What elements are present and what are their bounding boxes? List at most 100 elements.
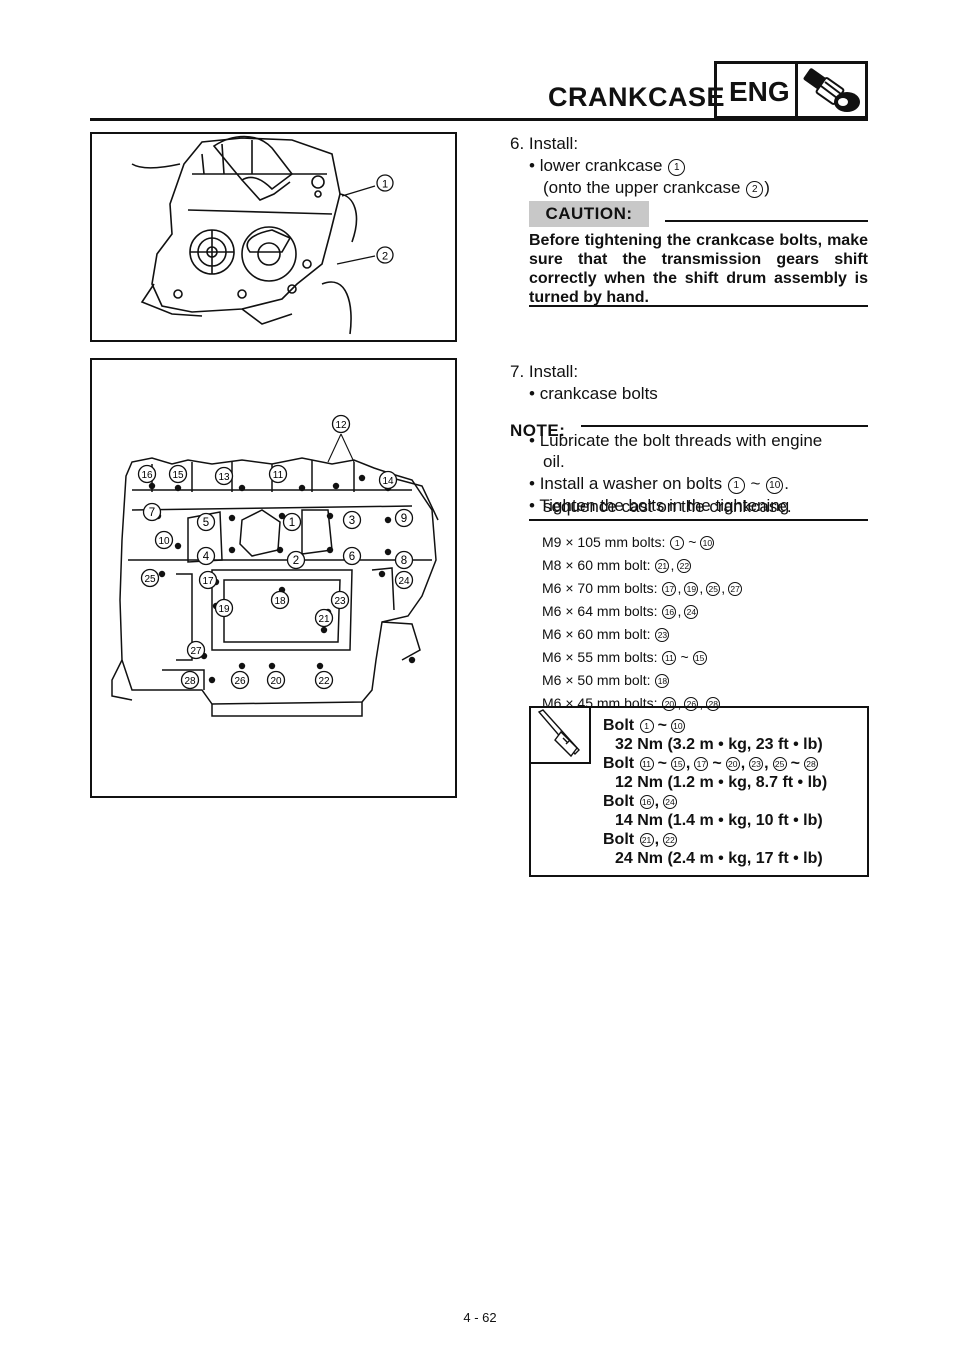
ref-callout: 1	[639, 719, 654, 733]
ref-separator: ,	[740, 755, 746, 772]
step-6-bullet-text: lower crankcase	[539, 156, 663, 175]
ref-separator: ,	[699, 580, 704, 596]
figure2-callout-number: 9	[401, 513, 407, 525]
step-6-sub-suffix: )	[764, 178, 770, 197]
bolt-hole	[238, 662, 246, 670]
figure2-callout-number: 7	[149, 507, 155, 519]
figure2-callout-number: 23	[334, 596, 346, 607]
figure2-callout: 19	[214, 598, 234, 618]
figure2-callout: 20	[266, 670, 286, 690]
figure2-callout: 6	[342, 546, 362, 566]
step-6-number: 6.	[510, 134, 525, 153]
figure1-callout-2: 2	[382, 251, 388, 263]
ref-callout: 21	[639, 833, 654, 847]
bolt-hole	[378, 570, 386, 578]
figure2-callout-number: 14	[382, 476, 394, 487]
figure2-callout-number: 4	[203, 551, 210, 563]
ref-callout: 17	[662, 582, 677, 596]
ref-callout: 19	[684, 582, 699, 596]
bolt-hole	[174, 542, 182, 550]
figure2-callout-number: 17	[202, 576, 214, 587]
ref-callout: 28	[803, 757, 818, 771]
figure2-callout: 24	[394, 570, 414, 590]
figure2-callout: 15	[168, 464, 188, 484]
figure1-callout-1: 1	[382, 179, 388, 191]
ref-separator: ,	[699, 695, 704, 711]
bolt-spec-text: M6 × 55 mm bolts:	[542, 649, 658, 665]
figure2-callout-number: 1	[289, 517, 295, 529]
figure2-callout: 4	[196, 546, 216, 566]
ref-separator: ~	[657, 755, 667, 772]
figure2-callout: 28	[180, 670, 200, 690]
ref-separator: ~	[712, 755, 722, 772]
step-7-bullet: • crankcase bolts	[529, 384, 658, 403]
ref-callout: 16	[639, 795, 654, 809]
ref-callout: 24	[663, 795, 678, 809]
torque-value: 14 Nm (1.4 m • kg, 10 ft • lb)	[615, 812, 823, 829]
torque-bolt-line: Bolt 1~10	[603, 716, 686, 736]
torque-value: 24 Nm (2.4 m • kg, 17 ft • lb)	[615, 850, 823, 867]
caution-label: CAUTION:	[529, 201, 649, 227]
figure2-callout: 26	[230, 670, 250, 690]
note-item-2-suffix: .	[784, 474, 789, 493]
engine-piston-icon	[803, 68, 860, 112]
figure2-callout-number: 3	[349, 515, 355, 527]
ref-callout: 22	[663, 833, 678, 847]
figure2-callout: 12	[331, 414, 351, 434]
figure2-callout-number: 15	[172, 470, 184, 481]
ref-separator: ,	[677, 580, 682, 596]
figure2-callout-number: 12	[335, 420, 347, 431]
ref-callout: 24	[684, 605, 699, 619]
ref-callout: 11	[662, 651, 677, 665]
ref-callout: 1	[670, 536, 685, 550]
step-6-label: Install:	[528, 134, 579, 153]
bolt-hole	[278, 512, 286, 520]
ref-callout: 17	[694, 757, 709, 771]
figure2-callout: 5	[196, 512, 216, 532]
ref-callout: 25	[772, 757, 787, 771]
ref-separator: ,	[685, 755, 691, 772]
bolt-hole	[228, 514, 236, 522]
ref-callout: 20	[725, 757, 740, 771]
ref-callout: 22	[677, 559, 692, 573]
ref-callout: 10	[700, 536, 715, 550]
figure2-callout-number: 28	[184, 676, 196, 687]
ref-separator: ,	[721, 580, 726, 596]
note-label: NOTE:	[510, 421, 566, 440]
ref-separator: ,	[677, 695, 682, 711]
callout-leader	[340, 433, 355, 463]
figure2-callout-number: 5	[203, 517, 209, 529]
ref-callout: 2	[746, 181, 764, 198]
bolt-hole	[158, 570, 166, 578]
ref-callout: 23	[749, 757, 764, 771]
step-6-bullet-sub: (onto the upper crankcase 2)	[543, 177, 770, 199]
figure2-callout-number: 20	[270, 676, 282, 687]
step-6-bullet: • lower crankcase 1	[529, 155, 686, 177]
torque-bolt-label: Bolt	[603, 717, 635, 734]
ref-callout: 26	[684, 697, 699, 711]
note-item-1: • Lubricate the bolt threads with engine	[529, 431, 823, 450]
bolt-hole	[298, 484, 306, 492]
range-separator: ~	[750, 474, 761, 493]
eng-section-tag: ENG	[714, 61, 868, 119]
bolt-hole	[320, 626, 328, 634]
caution-text: Before tightening the crankcase bolts, m…	[529, 232, 868, 306]
bolt-hole	[326, 546, 334, 554]
figure2-callout-number: 16	[141, 470, 153, 481]
ref-callout: 20	[662, 697, 677, 711]
ref-callout: 1	[668, 159, 686, 176]
bolt-spec-line: M6 × 60 mm bolt: 23	[542, 625, 670, 643]
bolt-spec-text: M6 × 64 mm bolts:	[542, 603, 658, 619]
bolt-spec-line: M6 × 50 mm bolt: 18	[542, 671, 670, 689]
ref-callout: 10	[670, 719, 685, 733]
figure2-callout: 16	[137, 464, 157, 484]
bolt-spec-line: M6 × 55 mm bolts: 11~15	[542, 648, 708, 666]
ref-callout: 1	[727, 477, 745, 494]
ref-callout: 23	[655, 628, 670, 642]
figure2-callout: 8	[394, 550, 414, 570]
figure2-callout-number: 18	[274, 596, 286, 607]
figure2-callout-number: 6	[349, 551, 355, 563]
torque-bolt-label: Bolt	[603, 793, 635, 810]
